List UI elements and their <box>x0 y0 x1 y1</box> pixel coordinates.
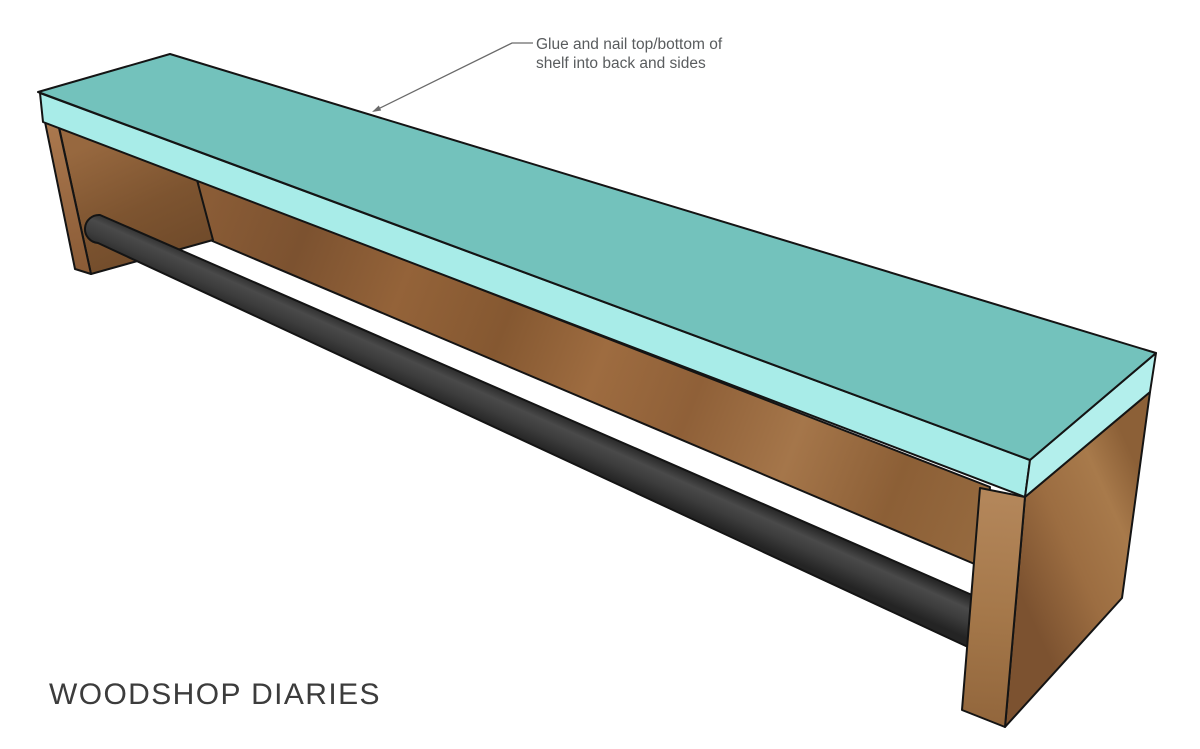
hanging-rod <box>83 213 973 648</box>
annotation-arrowhead-icon <box>372 105 382 112</box>
annotation-text: Glue and nail top/bottom of shelf into b… <box>536 35 722 73</box>
shelf-top-face <box>37 53 1157 461</box>
annotation-line-1: Glue and nail top/bottom of <box>536 36 723 53</box>
annotation-leader-line <box>373 42 533 112</box>
annotation-line-2: shelf into back and sides <box>536 55 706 72</box>
right-panel-front-edge <box>961 487 1026 728</box>
brand-logo-text: WOODSHOP DIARIES <box>49 678 381 711</box>
